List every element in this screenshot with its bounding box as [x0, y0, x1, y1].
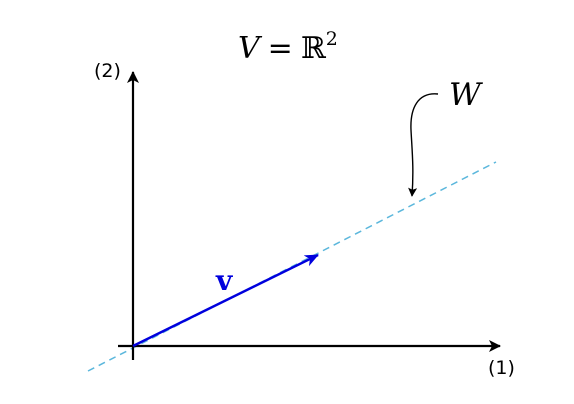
dimension-exponent: 2: [326, 28, 338, 50]
vector-v-label: v: [215, 264, 233, 297]
horizontal-axis-label: (1): [488, 357, 515, 379]
space-symbol: V: [238, 31, 263, 66]
space-title: V=ℝ2: [238, 28, 338, 66]
subspace-pointer-arrow: [408, 93, 439, 197]
vector-v-arrow: [132, 253, 319, 348]
equals-sign: =: [268, 31, 293, 66]
real-field-symbol: ℝ: [301, 31, 327, 66]
subspace-w-label: W: [449, 77, 483, 113]
vertical-axis-label: (2): [94, 60, 121, 82]
